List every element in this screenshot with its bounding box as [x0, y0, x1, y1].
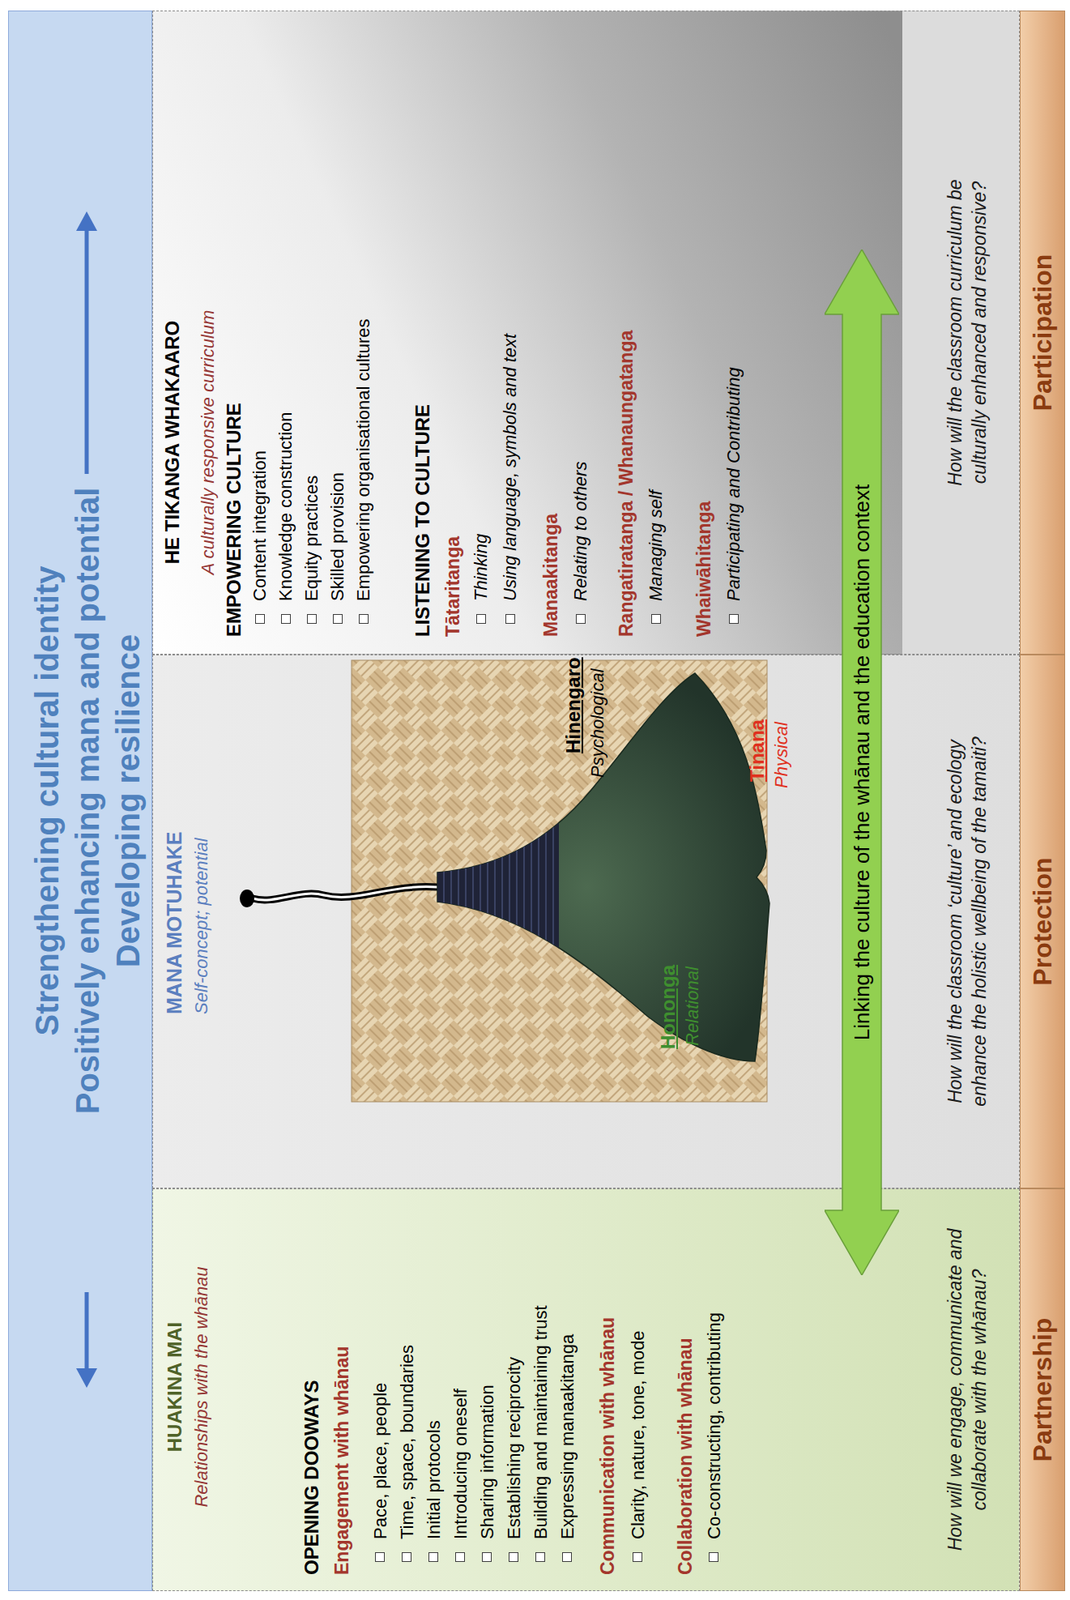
principle-label: Protection — [1026, 856, 1059, 985]
section-heading: EMPOWERING CULTURE — [221, 21, 248, 637]
list-item: Expressing manaakitanga — [554, 1198, 581, 1539]
list-item: Knowledge construction — [272, 21, 299, 602]
heading: MANA MOTUHAKE — [161, 655, 188, 1015]
banner-line: Strengthening cultural identity — [26, 565, 68, 1036]
arrow-body — [824, 249, 900, 1275]
participation-panel: HE TIKANGA WHAKAARO A culturally responsi… — [152, 10, 1020, 655]
list-item: Empowering organisational cultures — [350, 21, 377, 602]
part-label: Hononga — [656, 964, 681, 1049]
section-heading: OPENING DOOWAYS — [298, 1198, 325, 1575]
group-heading: Whaiwāhitanga — [690, 21, 717, 637]
protection-panel: MANA MOTUHAKESelf-concept; potential How … — [152, 654, 1020, 1189]
subheading: Self-concept; potential — [187, 655, 215, 1015]
list-item: Co-constructing, contributing — [700, 1198, 728, 1539]
group-heading: Tātaritanga — [439, 21, 466, 637]
list-item: Relating to others — [567, 21, 594, 602]
subheading: A culturally responsive curriculum — [195, 247, 222, 637]
group-heading: Engagement with whānau — [328, 1198, 356, 1575]
binding-wrap — [404, 627, 559, 1114]
cord — [252, 886, 438, 900]
list-item: Thinking — [468, 21, 495, 602]
question-text: How will the classroom curriculum be cul… — [942, 146, 992, 520]
list-item: Establishing reciprocity — [500, 1198, 528, 1539]
principle-cell: Protection — [1019, 654, 1066, 1189]
list-item: Using language, symbols and text — [497, 21, 524, 602]
principle-label: Participation — [1026, 254, 1059, 412]
arrow-line — [85, 229, 90, 474]
subheading: Relationships with the whānau — [187, 1198, 215, 1575]
banner-line: Developing resilience — [107, 634, 149, 968]
banner-line: Positively enhancing mana and potential — [67, 487, 108, 1115]
principle-label: Partnership — [1026, 1317, 1059, 1463]
arrow-head — [76, 211, 98, 231]
list-item: Clarity, nature, tone, mode — [624, 1198, 652, 1539]
list-item: Skilled provision — [324, 21, 351, 602]
group-heading: Rangatiratanga / Whanaungatanga — [613, 21, 640, 637]
question-text: How will we engage, communicate and coll… — [942, 1211, 992, 1569]
part-sublabel: Relational — [680, 966, 705, 1046]
list-item: Initial protocols — [420, 1198, 448, 1539]
double-arrow: Linking the culture of the whānau and th… — [824, 249, 900, 1275]
arrow-head — [76, 1368, 98, 1388]
arrow-line — [85, 1291, 90, 1372]
binding-lines — [443, 627, 554, 1114]
list-item: Content integration — [247, 21, 273, 602]
partnership-panel: HUAKINA MAIRelationships with the whānau… — [152, 1188, 1020, 1591]
group-heading: Communication with whānau — [594, 1198, 622, 1575]
part-sublabel: Psychological — [585, 668, 610, 778]
heading: HUAKINA MAI — [161, 1198, 188, 1575]
list-item: Building and maintaining trust — [527, 1198, 555, 1539]
group-heading: Collaboration with whānau — [672, 1198, 700, 1575]
cord-inner — [252, 886, 438, 900]
list-item: Sharing information — [473, 1198, 501, 1539]
section-heading: LISTENING TO CULTURE — [409, 21, 436, 637]
list-item: Time, space, boundaries — [393, 1198, 421, 1539]
part-label: Hinengaro — [561, 656, 586, 754]
principle-cell: Participation — [1019, 10, 1066, 655]
principle-cell: Partnership — [1019, 1188, 1066, 1591]
cord-knot — [239, 889, 255, 908]
heading: HE TIKANGA WHAKAARO — [159, 247, 186, 637]
part-label: Tinana — [745, 719, 770, 782]
arrow-label: Linking the culture of the whānau and th… — [842, 249, 882, 1275]
part-sublabel: Physical — [769, 721, 794, 789]
binding — [404, 627, 559, 1114]
list-item: Equity practices — [298, 21, 325, 602]
list-item: Participating and Contributing — [720, 21, 747, 602]
list-item: Managing self — [643, 21, 670, 602]
question-text: How will the classroom ‘culture’ and eco… — [942, 711, 992, 1133]
list-item: Pace, place, people — [366, 1198, 394, 1539]
list-item: Introducing oneself — [447, 1198, 474, 1539]
group-heading: Manaakitanga — [537, 21, 564, 637]
banner-band: Strengthening cultural identityPositivel… — [8, 10, 153, 1591]
woven-mat — [351, 660, 768, 1102]
